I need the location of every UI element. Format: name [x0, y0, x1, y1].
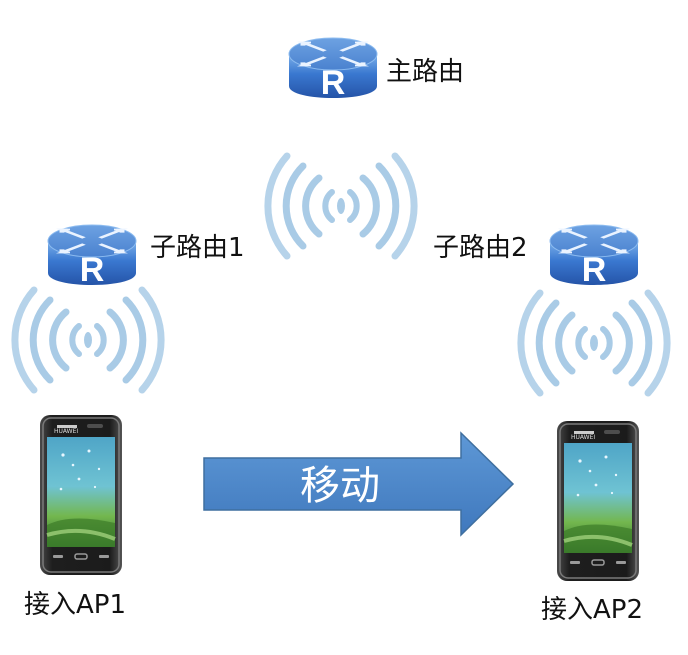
- sub-router-1: [48, 225, 136, 289]
- main-router-label: 主路由: [386, 57, 464, 87]
- move-arrow-label: 移动: [300, 463, 380, 509]
- phone-brand: HUAWEI: [571, 434, 595, 441]
- sub-router-1-label: 子路由1: [150, 233, 245, 263]
- ap2-label: 接入AP2: [541, 595, 643, 625]
- ap2-phone: HUAWEI: [555, 419, 641, 583]
- phone-brand: HUAWEI: [54, 428, 78, 435]
- left-wifi-signal-icon: [15, 290, 161, 390]
- router-icon: [550, 225, 638, 289]
- router-icon: [289, 38, 377, 102]
- main-router: [289, 38, 377, 102]
- right-wifi-signal-icon: [521, 293, 667, 393]
- main-wifi-signal-icon: [268, 156, 414, 256]
- sub-router-2-label: 子路由2: [433, 233, 528, 263]
- smartphone-icon: [38, 413, 124, 577]
- ap1-phone: HUAWEI: [38, 413, 124, 577]
- sub-router-2: [550, 225, 638, 289]
- ap1-label: 接入AP1: [24, 590, 126, 620]
- right-arrow-icon: [203, 431, 515, 537]
- smartphone-icon: [555, 419, 641, 583]
- move-arrow: 移动: [203, 431, 515, 537]
- router-icon: [48, 225, 136, 289]
